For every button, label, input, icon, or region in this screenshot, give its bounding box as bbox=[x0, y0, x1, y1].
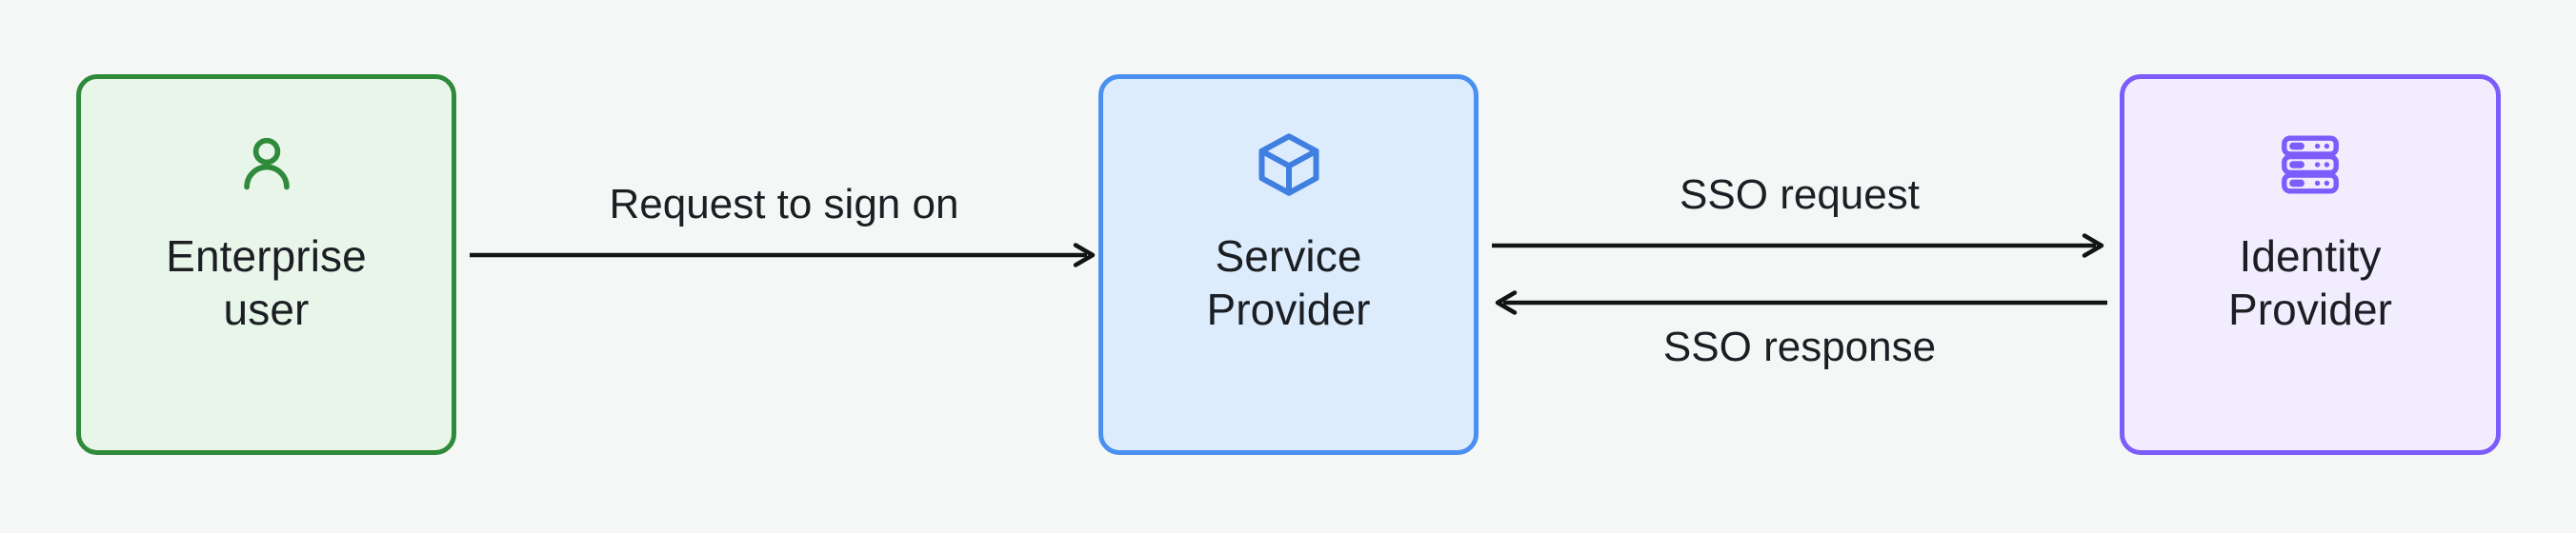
node-enterprise-user[interactable]: Enterprise user bbox=[76, 74, 456, 455]
user-icon bbox=[231, 128, 303, 201]
edge-arrow-sso-request bbox=[1492, 233, 2107, 258]
server-rack-icon bbox=[2274, 128, 2346, 201]
node-identity-provider[interactable]: Identity Provider bbox=[2120, 74, 2501, 455]
edge-label-request-to-sign-on: Request to sign on bbox=[609, 181, 959, 227]
edge-arrow-sso-response bbox=[1492, 290, 2107, 315]
edge-label-sso-response: SSO response bbox=[1662, 324, 1937, 370]
edge-label-sso-request: SSO request bbox=[1680, 171, 1920, 218]
node-identity-provider-label: Identity Provider bbox=[2167, 229, 2453, 336]
node-service-provider[interactable]: Service Provider bbox=[1098, 74, 1479, 455]
node-identity-provider-label-line1: Identity bbox=[2239, 231, 2382, 281]
node-service-provider-label-line2: Provider bbox=[1206, 285, 1371, 335]
cube-icon bbox=[1253, 128, 1325, 201]
node-service-provider-label-line1: Service bbox=[1215, 231, 1362, 281]
node-identity-provider-label-line2: Provider bbox=[2227, 285, 2393, 335]
node-enterprise-user-label: Enterprise user bbox=[124, 229, 410, 336]
node-enterprise-user-label-line2: user bbox=[223, 285, 310, 335]
node-service-provider-label: Service Provider bbox=[1146, 229, 1432, 336]
edge-arrow-request-to-sign-on bbox=[470, 243, 1098, 267]
node-enterprise-user-label-line1: Enterprise bbox=[166, 231, 367, 281]
